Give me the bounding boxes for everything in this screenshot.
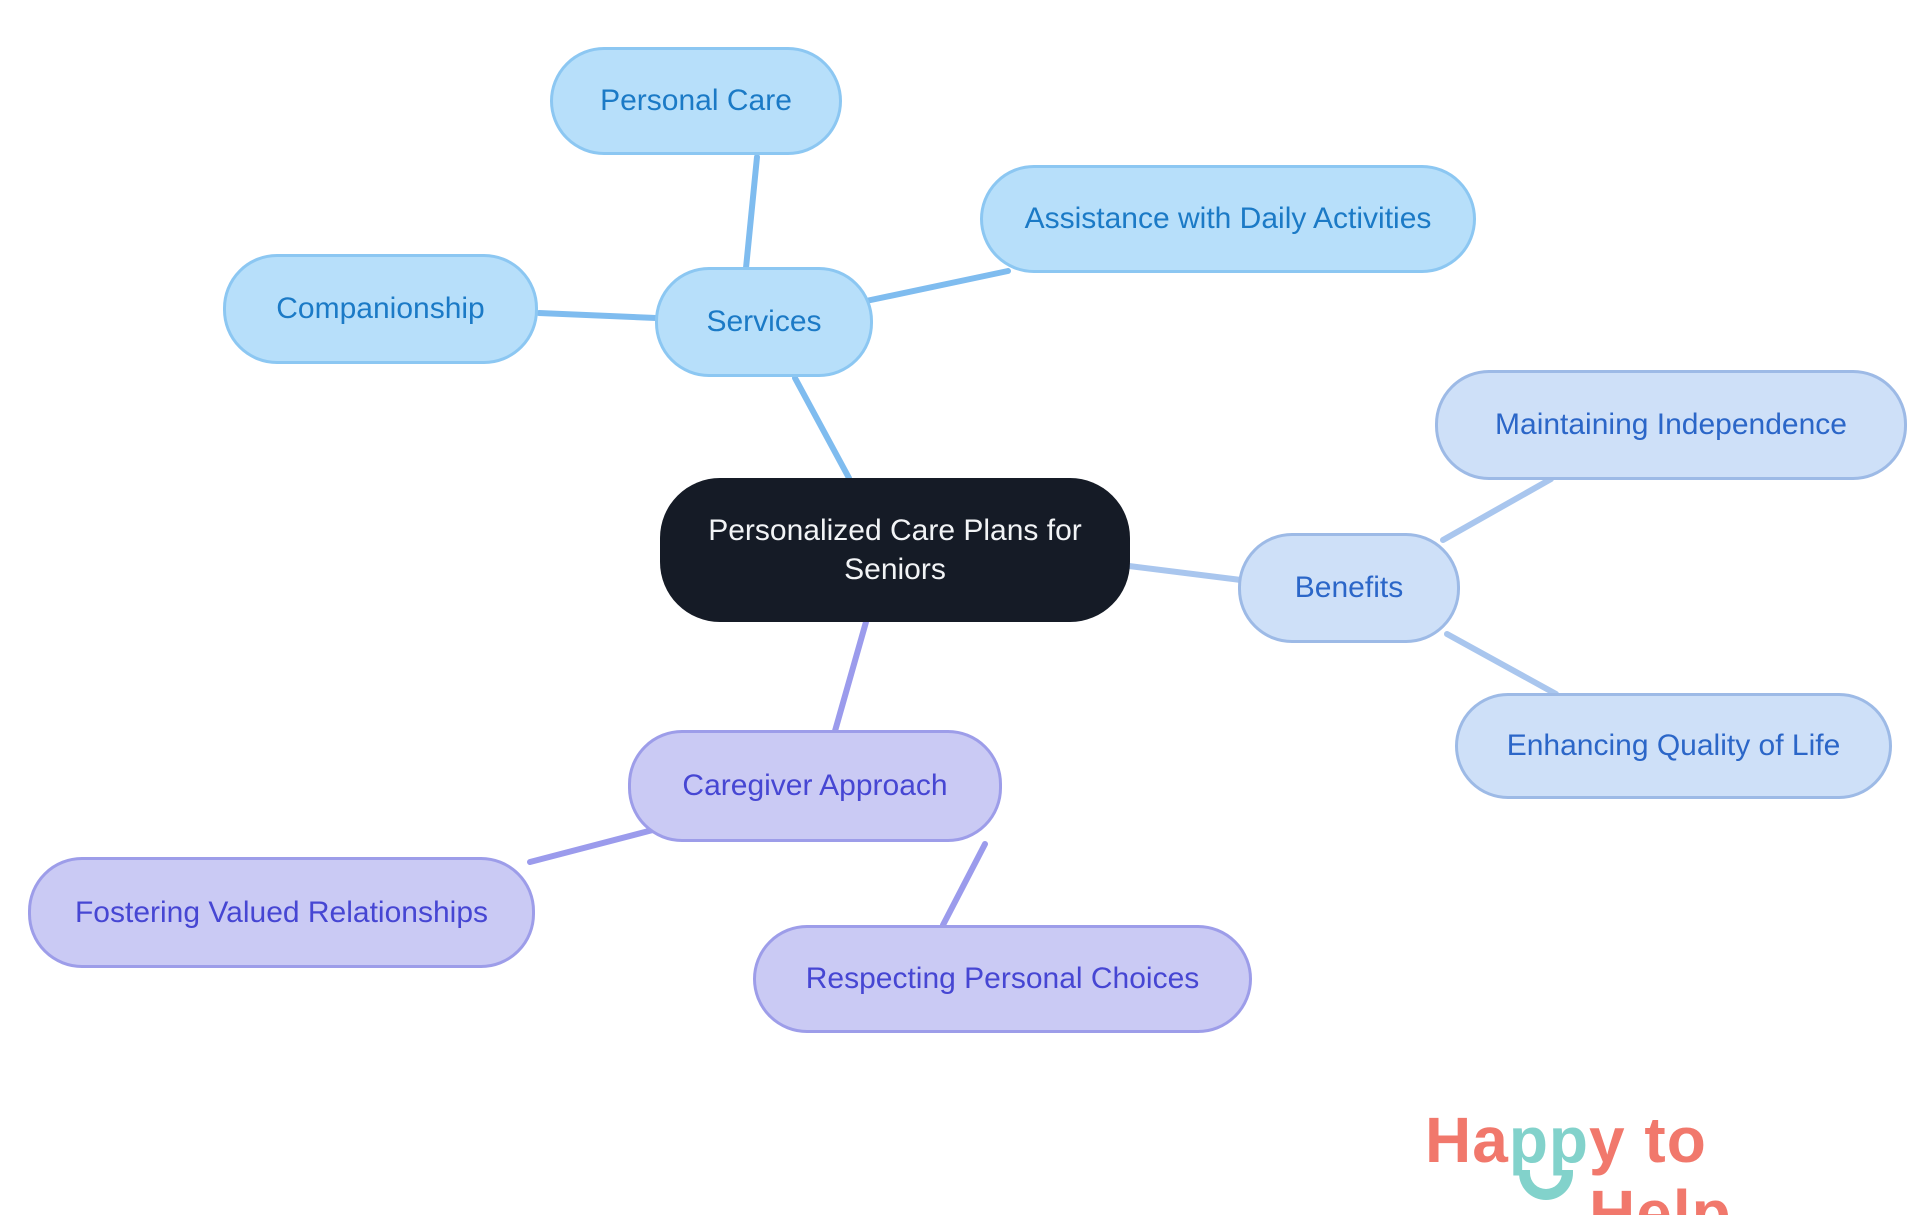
edge-caregiver-fostering (527, 823, 671, 865)
node-fostering-valued-relationships[interactable]: Fostering Valued Relationships (28, 857, 535, 968)
logo-headline: Ha pp y to Help (1425, 1104, 1865, 1215)
happy-to-help-logo: Ha pp y to Help caregiving (1425, 1104, 1865, 1215)
node-label: Respecting Personal Choices (805, 962, 1200, 995)
node-label: Enhancing Quality of Life (1506, 729, 1841, 762)
node-label: Companionship (276, 292, 485, 325)
edge-central-services (792, 375, 852, 481)
node-companionship[interactable]: Companionship (223, 254, 538, 364)
edge-benefits-enhancing (1444, 631, 1559, 697)
node-label: Assistance with Daily Activities (1024, 202, 1432, 235)
node-personal-care[interactable]: Personal Care (550, 47, 842, 155)
node-assistance-with-daily-activities[interactable]: Assistance with Daily Activities (980, 165, 1476, 273)
edge-caregiver-respecting (940, 841, 988, 928)
node-label: Personalized Care Plans for Seniors (708, 514, 1082, 586)
node-maintaining-independence[interactable]: Maintaining Independence (1435, 370, 1907, 480)
node-label: Services (706, 305, 822, 338)
node-label: Caregiver Approach (682, 769, 948, 802)
edge-central-benefits (1126, 563, 1244, 583)
edge-services-assistance (863, 268, 1011, 304)
logo-text-part: Ha (1425, 1104, 1509, 1176)
node-respecting-personal-choices[interactable]: Respecting Personal Choices (753, 925, 1252, 1033)
edge-benefits-maintaining (1440, 476, 1554, 543)
node-benefits[interactable]: Benefits (1238, 533, 1460, 643)
node-label: Personal Care (600, 84, 792, 117)
node-central[interactable]: Personalized Care Plans for Seniors (660, 478, 1130, 622)
node-caregiver-approach[interactable]: Caregiver Approach (628, 730, 1002, 842)
logo-text-part: pp (1508, 1104, 1589, 1176)
edge-central-caregiver (832, 619, 869, 734)
edge-services-personal-care (743, 154, 760, 271)
edge-services-companionship (536, 310, 659, 321)
node-services[interactable]: Services (655, 267, 873, 377)
node-label: Fostering Valued Relationships (74, 895, 488, 929)
node-enhancing-quality-of-life[interactable]: Enhancing Quality of Life (1455, 693, 1892, 799)
smile-icon (1519, 1170, 1573, 1200)
node-label: Benefits (1294, 571, 1404, 604)
node-label: Maintaining Independence (1495, 408, 1847, 441)
logo-text-part: y to Help (1589, 1104, 1732, 1215)
